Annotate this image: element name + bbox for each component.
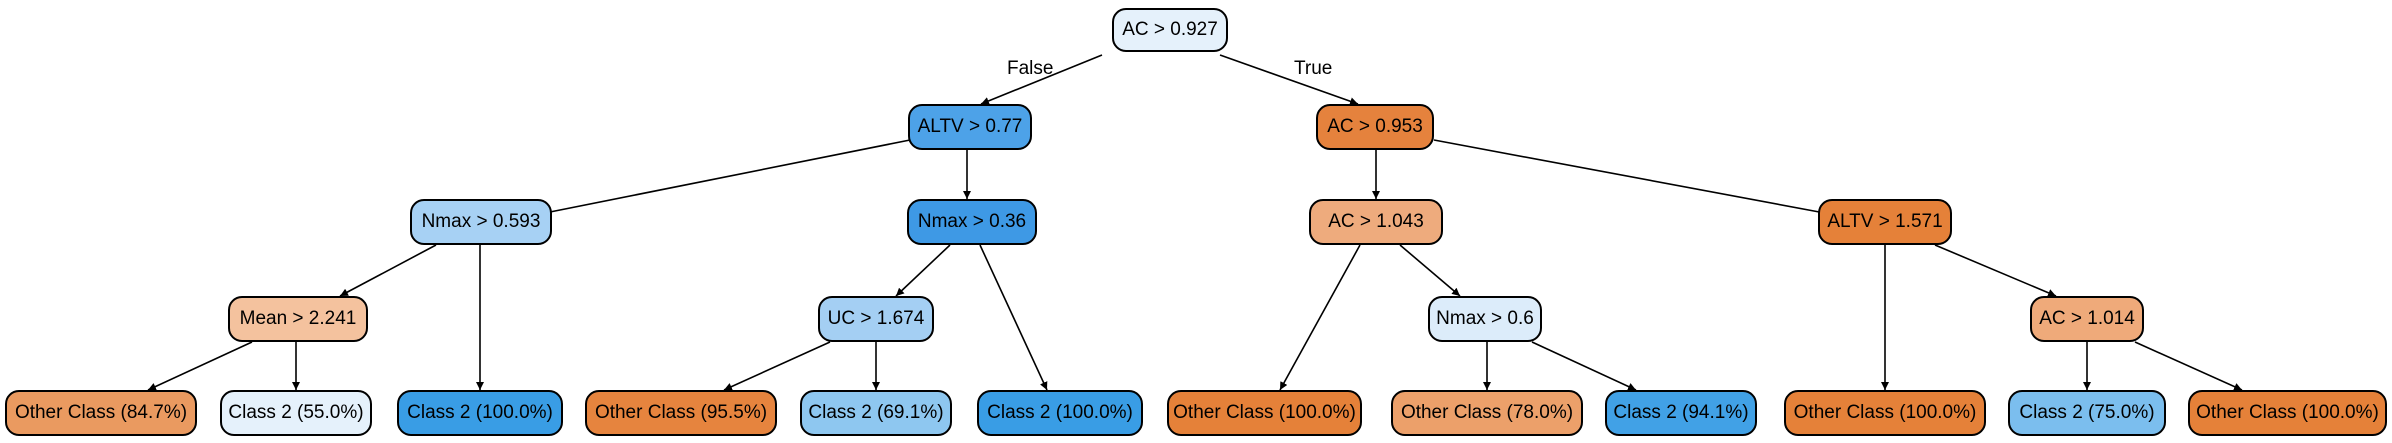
tree-leaf-node: Class 2 (69.1%) [800,390,952,436]
tree-split-node[interactable]: AC > 1.043 [1309,199,1443,245]
tree-leaf-node: Other Class (84.7%) [5,390,197,436]
tree-edge-arrow [1433,139,1831,217]
tree-edge-arrow [1279,244,1361,391]
tree-leaf-node: Other Class (95.5%) [585,390,777,436]
tree-leaf-node: Class 2 (55.0%) [220,390,372,436]
tree-leaf-node: Class 2 (100.0%) [977,390,1143,436]
tree-leaf-node: Other Class (100.0%) [1167,390,1362,436]
tree-edge-arrow [1399,244,1461,297]
tree-split-node[interactable]: Nmax > 0.593 [410,199,552,245]
tree-edge-arrow [1531,341,1637,391]
tree-split-node[interactable]: ALTV > 1.571 [1818,199,1952,245]
edge-label-true: True [1294,58,1333,79]
tree-split-node[interactable]: AC > 1.014 [2030,296,2144,342]
tree-leaf-node: Other Class (100.0%) [1784,390,1986,436]
tree-edge-arrow [539,139,911,217]
tree-edge-arrow [1934,244,2057,297]
tree-split-node[interactable]: AC > 0.953 [1316,104,1434,150]
tree-leaf-node: Class 2 (100.0%) [397,390,563,436]
tree-edge-arrow [895,244,951,297]
tree-edge-arrow [980,54,1103,105]
tree-edge-arrow [339,244,437,297]
tree-edge-arrow [2134,341,2243,391]
tree-edge-arrow [723,341,831,391]
tree-split-node[interactable]: Nmax > 0.36 [907,199,1037,245]
tree-split-node[interactable]: AC > 0.927 [1112,8,1228,52]
tree-leaf-node: Class 2 (94.1%) [1605,390,1757,436]
tree-edge-arrow [147,341,253,391]
tree-edge-arrow [979,244,1048,391]
tree-split-node[interactable]: Nmax > 0.6 [1428,296,1542,342]
tree-split-node[interactable]: Mean > 2.241 [228,296,368,342]
tree-leaf-node: Other Class (100.0%) [2188,390,2387,436]
tree-split-node[interactable]: ALTV > 0.77 [908,104,1032,150]
edge-label-false: False [1007,58,1054,79]
tree-split-node[interactable]: UC > 1.674 [818,296,934,342]
tree-leaf-node: Other Class (78.0%) [1391,390,1583,436]
tree-edge-arrow [1219,54,1359,106]
tree-leaf-node: Class 2 (75.0%) [2008,390,2166,436]
